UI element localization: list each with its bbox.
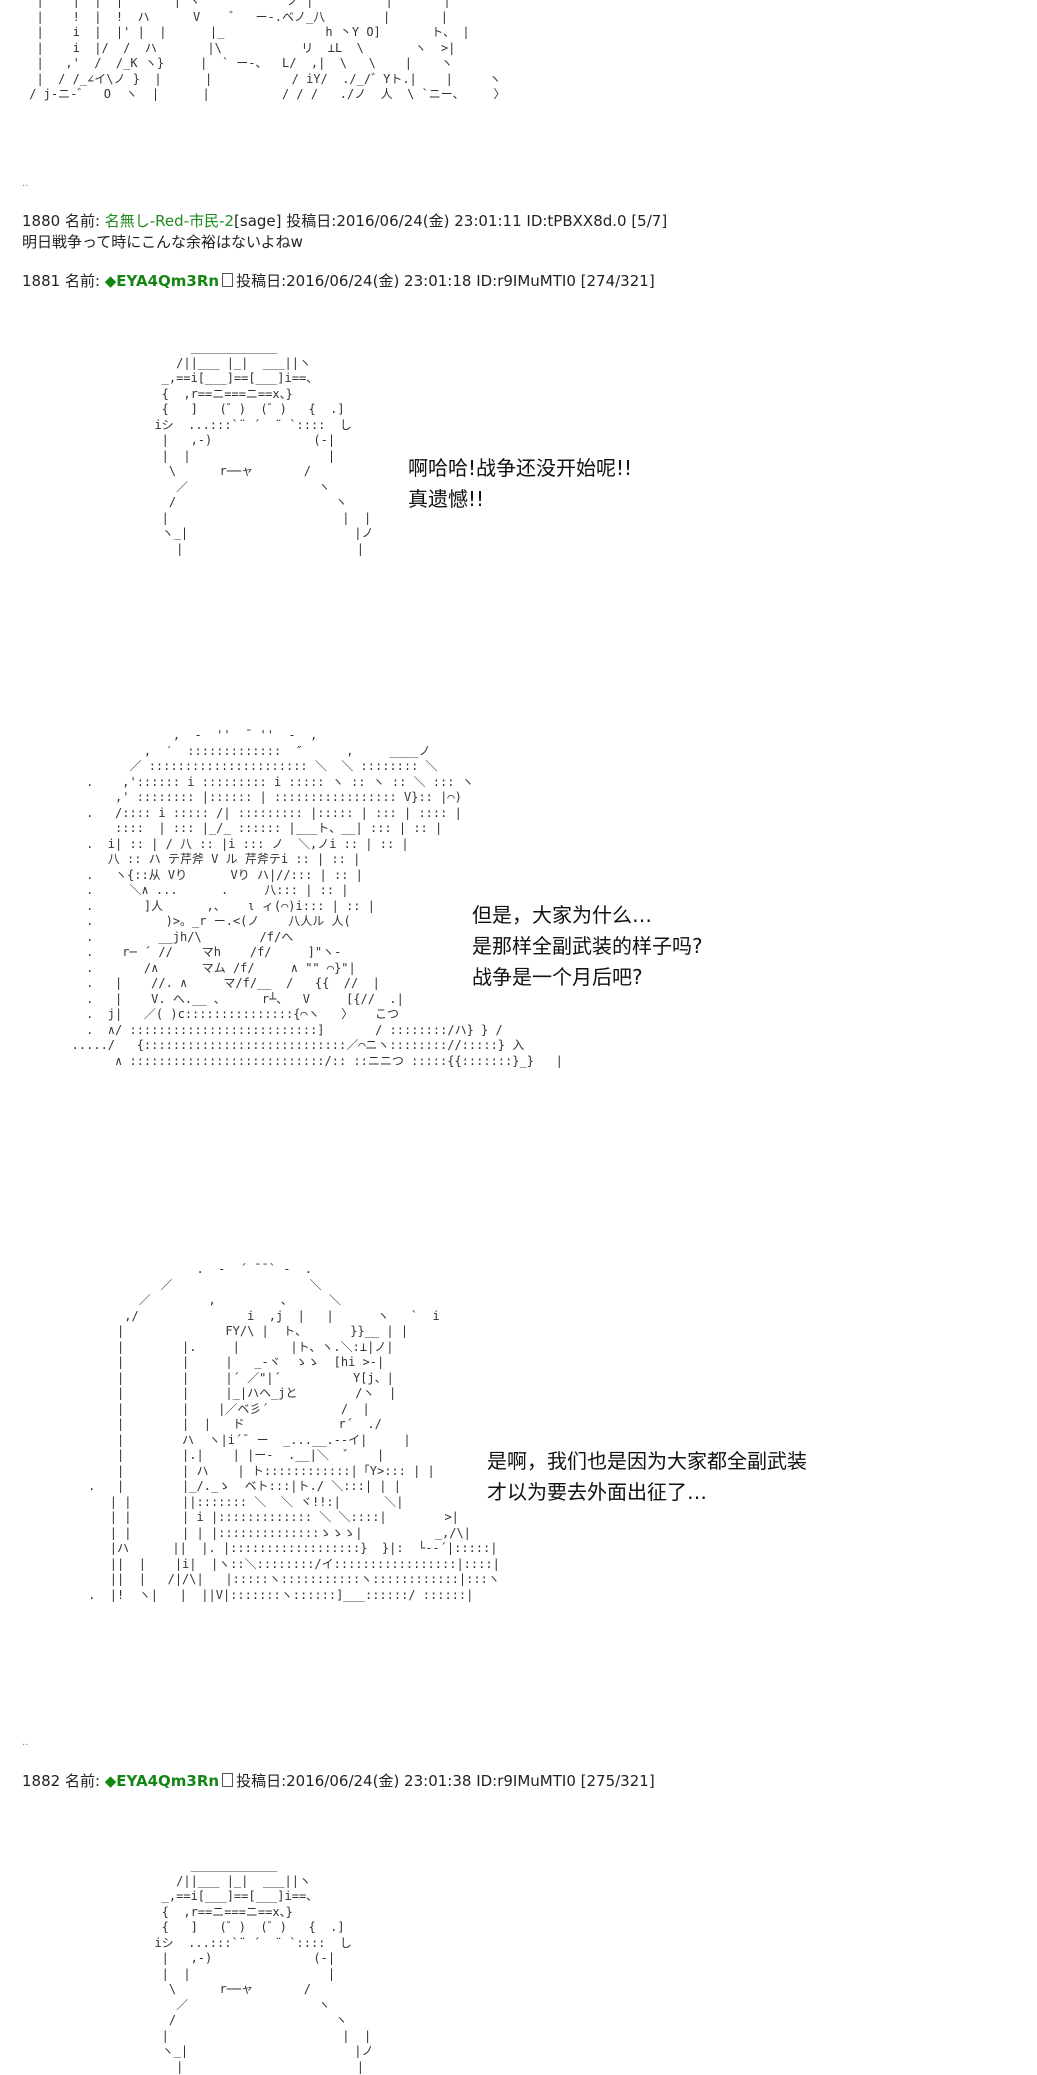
- post-body-1880: 明日戦争って時にこんな余裕はないよねw: [22, 233, 303, 251]
- post-number-label: 1882 名前:: [22, 1772, 105, 1790]
- ascii-art-figure-b: , - '' ̄ '' - , , ′ ::::::::::::: ″ , __…: [71, 728, 563, 1068]
- post-number-label: 1880 名前:: [22, 212, 105, 230]
- separator-dots: ..: [22, 1737, 29, 1748]
- post-meta: [sage] 投稿日:2016/06/24(金) 23:01:11 ID:tPB…: [234, 212, 668, 230]
- separator-dots: ..: [22, 178, 29, 189]
- dialogue-line: 才以为要去外面出征了…: [487, 1480, 707, 1504]
- dialogue-line: 啊哈哈!战争还没开始呢!!: [408, 456, 633, 480]
- post-meta: 投稿日:2016/06/24(金) 23:01:18 ID:r9IMuMTI0 …: [236, 272, 655, 290]
- ascii-art-figure-a: ____________ /||___ |_| ___||ヽ _,==i[___…: [154, 340, 374, 556]
- dialogue-line: 但是，大家为什么…: [472, 903, 652, 927]
- post-header-1882: 1882 名前: ◆EYA4Qm3Rn 投稿日:2016/06/24(金) 23:…: [22, 1772, 655, 1791]
- missing-glyph-icon: [222, 273, 234, 287]
- post-meta: 投稿日:2016/06/24(金) 23:01:38 ID:r9IMuMTI0 …: [236, 1772, 655, 1790]
- dialogue-line: 战争是一个月后吧?: [472, 965, 643, 989]
- missing-glyph-icon: [222, 1773, 234, 1787]
- post-number-label: 1881 名前:: [22, 272, 105, 290]
- poster-name[interactable]: 名無し-Red-市民-2: [104, 212, 235, 230]
- ascii-art-figure-a-repeat: ____________ /||___ |_| ___||ヽ _,==i[___…: [154, 1858, 374, 2074]
- dialogue-line: 是那样全副武装的样子吗?: [472, 934, 703, 958]
- dialogue-line: 是啊，我们也是因为大家都全副武装: [487, 1449, 807, 1473]
- dialogue-block-1: 啊哈哈!战争还没开始呢!! 真遗憾!!: [408, 453, 632, 515]
- dialogue-block-3: 是啊，我们也是因为大家都全副武装 才以为要去外面出征了…: [487, 1446, 807, 1508]
- dialogue-block-2: 但是，大家为什么… 是那样全副武装的样子吗? 战争是一个月后吧?: [472, 900, 703, 993]
- ascii-art-figure-c: . - ´ ¯¯` - . ／ ＼ ／ , 、 ＼ ,/ i ,j | | ヽ …: [88, 1262, 500, 1602]
- dialogue-line: 真遗憾!!: [408, 487, 485, 511]
- post-header-1880: 1880 名前: 名無し-Red-市民-2[sage] 投稿日:2016/06/…: [22, 212, 667, 231]
- poster-trip[interactable]: ◆EYA4Qm3Rn: [104, 272, 220, 290]
- poster-trip[interactable]: ◆EYA4Qm3Rn: [104, 1772, 220, 1790]
- post-header-1881: 1881 名前: ◆EYA4Qm3Rn 投稿日:2016/06/24(金) 23:…: [22, 272, 655, 291]
- ascii-art-top-fragment: | | | | | ヽ ノ | | | | ! | ! ハ V ゛ ー-.ベノ_…: [29, 0, 506, 101]
